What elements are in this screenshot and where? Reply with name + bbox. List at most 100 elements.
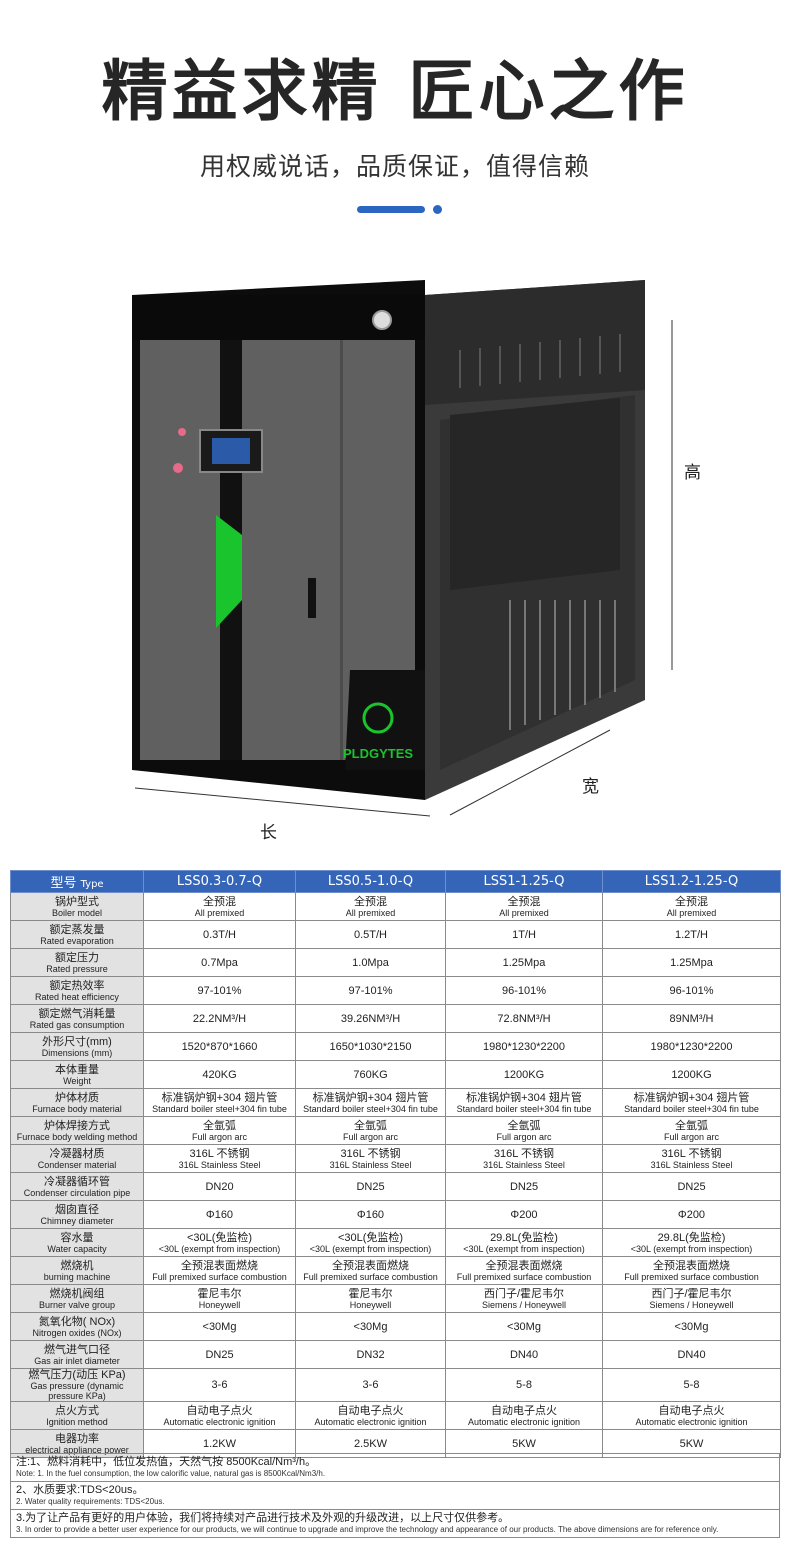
spec-value: 全预混表面燃烧 bbox=[181, 1259, 258, 1272]
spec-value: 22.2NM³/H bbox=[192, 1012, 247, 1025]
spec-value: DN40 bbox=[677, 1348, 706, 1361]
table-row: 燃气压力(动压 KPa)Gas pressure (dynamic pressu… bbox=[10, 1368, 781, 1402]
boiler-illustration: PLDGYTES 高 宽 长 bbox=[120, 270, 701, 843]
spec-value: 全氩弧 bbox=[507, 1119, 541, 1132]
spec-value-en: Full premixed surface combustion bbox=[303, 1271, 438, 1282]
spec-cell: 29.8L(免监检)<30L (exempt from inspection) bbox=[445, 1228, 603, 1257]
spec-value: 标准锅炉钢+304 翅片管 bbox=[633, 1091, 750, 1104]
spec-value: <30Mg bbox=[353, 1320, 388, 1333]
brand-logo-icon bbox=[362, 702, 394, 734]
row-label-en: Ignition method bbox=[46, 1416, 108, 1427]
spec-cell: 0.5T/H bbox=[295, 920, 446, 949]
row-label-en: Rated pressure bbox=[46, 963, 108, 974]
spec-cell: 760KG bbox=[295, 1060, 446, 1089]
spec-value: 全预混 bbox=[354, 895, 387, 908]
spec-value: 5-8 bbox=[516, 1379, 532, 1391]
spec-value: <30Mg bbox=[674, 1320, 709, 1333]
spec-cell: 97-101% bbox=[143, 976, 296, 1005]
spec-cell: DN32 bbox=[295, 1340, 446, 1369]
row-label-zh: 额定燃气消耗量 bbox=[38, 1007, 116, 1020]
spec-cell: 0.3T/H bbox=[143, 920, 296, 949]
spec-cell: DN25 bbox=[295, 1172, 446, 1201]
spec-value: 0.5T/H bbox=[353, 928, 387, 941]
row-label-zh: 容水量 bbox=[60, 1231, 94, 1244]
spec-value: DN40 bbox=[509, 1348, 539, 1361]
length-label: 长 bbox=[260, 823, 277, 843]
table-row: 氮氧化物( NOx)Nitrogen oxides (NOx) <30Mg <30M… bbox=[10, 1312, 781, 1341]
spec-cell: 1.25Mpa bbox=[602, 948, 781, 977]
spec-value-en: Siemens / Honeywell bbox=[481, 1299, 567, 1310]
width-label: 宽 bbox=[582, 777, 599, 797]
spec-cell: 96-101% bbox=[602, 976, 781, 1005]
row-label-en: Rated heat efficiency bbox=[35, 991, 119, 1002]
spec-value: 1200KG bbox=[503, 1068, 545, 1081]
spec-value-en: <30L (exempt from inspection) bbox=[309, 1243, 432, 1254]
spec-value: 0.3T/H bbox=[202, 928, 236, 941]
spec-value: 西门子/霍尼韦尔 bbox=[651, 1287, 732, 1300]
spec-value-en: All premixed bbox=[666, 907, 717, 918]
note-zh: 3.为了让产品有更好的用户体验，我们将持续对产品进行技术及外观的升级改进，以上尺… bbox=[16, 1512, 510, 1524]
row-label-zh: 额定蒸发量 bbox=[49, 923, 105, 936]
header-model: LSS1-1.25-Q bbox=[445, 870, 603, 893]
spec-cell: 39.26NM³/H bbox=[295, 1004, 446, 1033]
spec-cell: 1200KG bbox=[445, 1060, 603, 1089]
spec-value: 97-101% bbox=[197, 984, 242, 997]
row-label: 氮氧化物( NOx)Nitrogen oxides (NOx) bbox=[10, 1312, 144, 1341]
spec-value: 72.8NM³/H bbox=[497, 1012, 551, 1025]
boiler-drawing: PLDGYTES bbox=[132, 280, 673, 817]
spec-value: DN32 bbox=[356, 1348, 385, 1361]
spec-value-en: 316L Stainless Steel bbox=[329, 1159, 412, 1170]
spec-value: 全预混 bbox=[507, 895, 541, 908]
spec-value: 全预混 bbox=[203, 895, 236, 908]
spec-cell: 1980*1230*2200 bbox=[445, 1032, 603, 1061]
spec-notes: 注:1、燃料消耗中，低位发热值，天然气按 8500Kcal/Nm³/h。Note… bbox=[10, 1453, 780, 1538]
row-label-zh: 额定热效率 bbox=[49, 979, 105, 992]
spec-value: DN25 bbox=[509, 1180, 539, 1193]
row-label-en: Gas air inlet diameter bbox=[34, 1355, 120, 1366]
indicator-light-icon bbox=[173, 463, 183, 473]
row-label-zh: 本体重量 bbox=[55, 1063, 99, 1076]
spec-cell: <30Mg bbox=[602, 1312, 781, 1341]
spec-cell: Φ160 bbox=[143, 1200, 296, 1229]
row-label-zh: 燃烧机阀组 bbox=[49, 1287, 105, 1300]
spec-value-en: Full premixed surface combustion bbox=[152, 1271, 287, 1282]
spec-value: 316L 不锈钢 bbox=[340, 1147, 401, 1160]
spec-value: 全氩弧 bbox=[203, 1119, 236, 1132]
spec-value: Φ200 bbox=[677, 1208, 706, 1221]
row-label-zh: 氮氧化物( NOx) bbox=[38, 1315, 116, 1328]
spec-cell: 1520*870*1660 bbox=[143, 1032, 296, 1061]
control-screen bbox=[199, 429, 263, 473]
row-label-en: Nitrogen oxides (NOx) bbox=[32, 1327, 122, 1338]
spec-value: 0.7Mpa bbox=[201, 956, 238, 969]
